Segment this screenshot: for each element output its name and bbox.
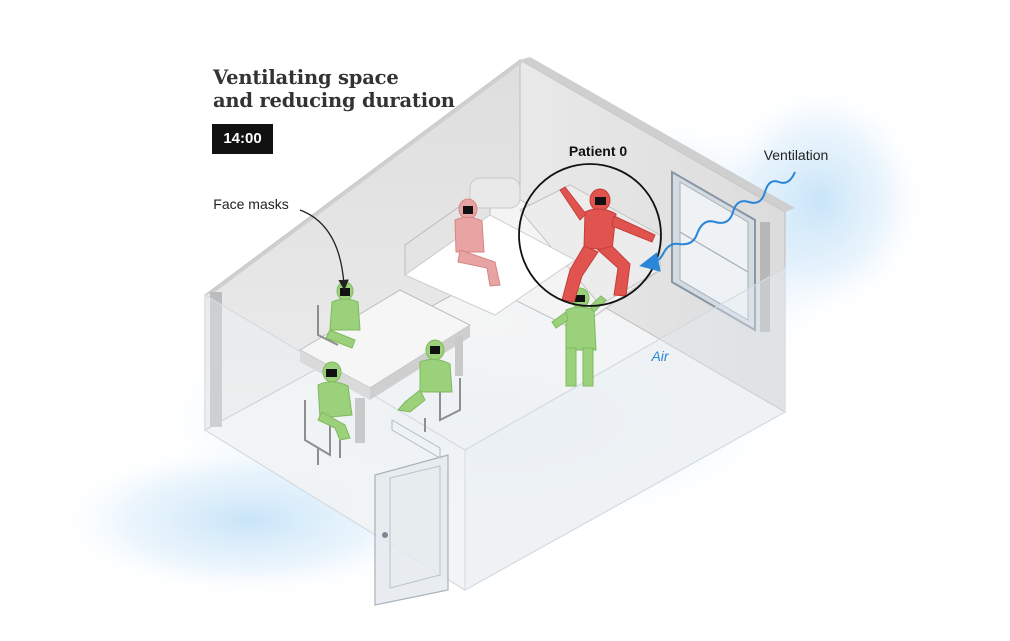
front-right-glass [465,268,785,590]
face-masks-label: Face masks [213,196,288,212]
patient-zero-label: Patient 0 [569,143,628,159]
patient-zero-circle [518,163,662,307]
air-label: Air [650,348,669,364]
open-door[interactable] [374,419,449,606]
person-exposed-on-sofa [454,198,501,287]
person-patient-zero [559,186,656,303]
title-line-2: and reducing duration [213,89,455,112]
room-floor [205,258,785,590]
title-line-1: Ventilating space [213,66,399,89]
chair-back [317,305,339,346]
chair-front-right [424,378,461,432]
ventilation-arrow [639,171,796,272]
person-masked-front-left [317,361,353,441]
wall-top-edge-right [520,57,795,212]
time-badge: 14:00 [212,124,273,154]
diagram-title: Ventilating space and reducing duration [213,66,455,112]
person-standing-near-patient [551,287,607,387]
person-masked-front-right [397,339,453,413]
ventilation-label: Ventilation [764,147,829,163]
wall-pillar-left [210,292,222,427]
door-handle[interactable] [382,532,388,538]
wall-pillar-right [760,222,770,332]
wall-top-edge [205,57,530,295]
face-masks-pointer [299,209,349,291]
chair-front-left [304,400,341,465]
